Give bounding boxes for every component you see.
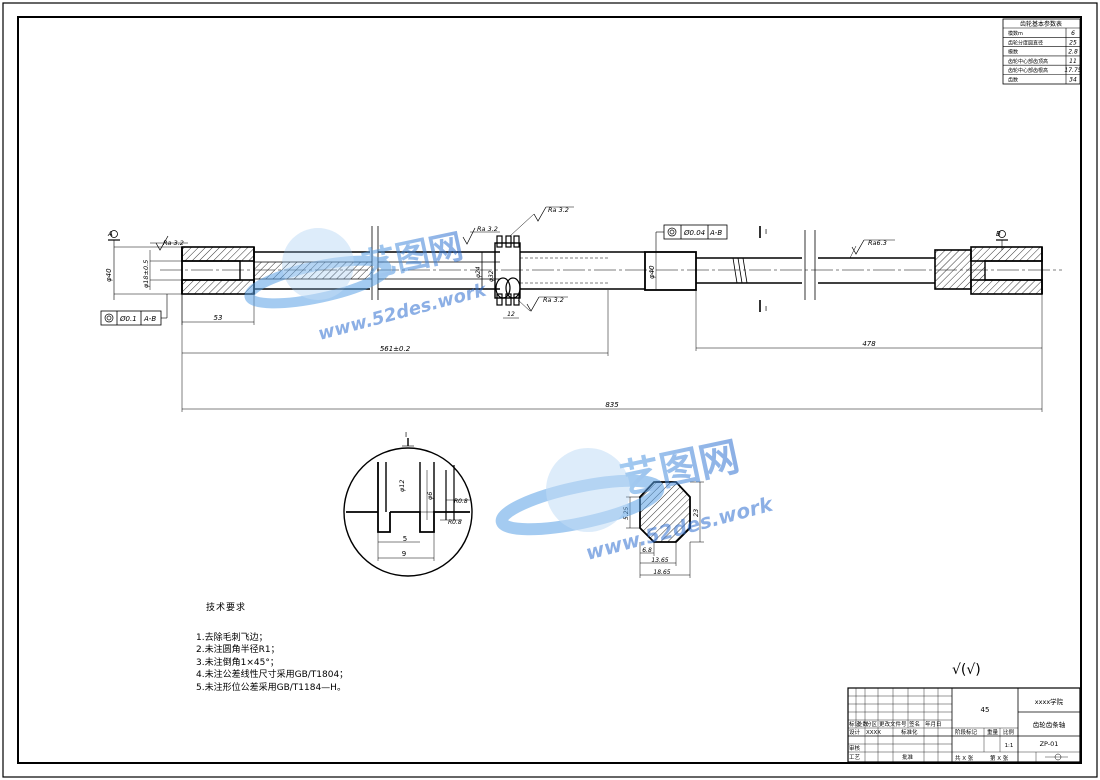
section-label-top: I	[765, 228, 767, 236]
dim-gear-width: 12	[507, 311, 515, 318]
detail-d1: φ12	[398, 479, 406, 492]
svg-text:Ø0.04: Ø0.04	[683, 229, 705, 237]
main-shaft-view: I I A B φ40 φ18±0.5 Ra 3.2 Ø0.1	[100, 206, 1062, 412]
dim-total: 835	[605, 401, 619, 409]
tb-stage: 阶段标记	[955, 728, 978, 736]
tb-standardize: 标准化	[901, 728, 918, 736]
detail-w2: 9	[402, 550, 406, 558]
tb-sheet-no: 第 X 张	[990, 754, 1009, 762]
tb-drawing-no: ZP-01	[1040, 740, 1059, 748]
dim-478: 478	[862, 340, 876, 348]
tb-zone: 分区	[866, 720, 878, 728]
gear-param-value: 2.8	[1068, 49, 1078, 56]
tol-right-datum: A-B	[709, 229, 722, 237]
tolerance-frame-right: Ø0.04 A-B	[655, 224, 728, 252]
gear-params-title: 齿轮基本参数表	[1020, 20, 1062, 28]
tech-requirements-title: 技术要求	[206, 603, 247, 613]
tb-mark: 标记	[849, 720, 861, 728]
tb-scale: 1:1	[1005, 743, 1014, 749]
inner-border	[17, 16, 1082, 764]
hex-h2: 23	[692, 509, 700, 517]
detail-d2: φ6	[426, 492, 434, 500]
watermark-top: 艺图网 www.52des.work	[244, 226, 489, 345]
watermark-center: 艺图网 www.52des.work	[495, 434, 777, 565]
gear-params-table: 齿轮基本参数表 模数m 6 齿轮分度圆直径 25 模数 2.8 齿轮中心部齿顶高…	[1002, 18, 1082, 85]
tb-sheet-total: 共 X 张	[955, 754, 974, 762]
gear-param-label: 齿轮中心部齿顶高	[1008, 58, 1048, 65]
title-block: 标记 处数 分区 更改文件号 签名 年月日 设计 XXXX 标准化 审核 工艺 …	[847, 687, 1081, 763]
dim-gear-1: φ24	[475, 266, 482, 278]
tb-date: 年月日	[925, 720, 942, 728]
hex-w1: 6.8	[642, 547, 652, 554]
gear-param-value: 34	[1069, 77, 1077, 84]
tb-sign: 签名	[909, 720, 920, 728]
tech-item: 3.未注倒角1×45°；	[196, 657, 279, 668]
tech-item: 5.未注形位公差采用GB/T1184—H。	[196, 682, 346, 693]
detail-w1: 5	[403, 535, 407, 543]
gear-param-value: 25	[1069, 39, 1077, 46]
tb-scale-label: 比例	[1003, 728, 1015, 736]
tb-design: 设计	[849, 728, 861, 736]
tb-approve: 批准	[902, 753, 914, 761]
ra-gear-small: Ra 3.2	[548, 206, 569, 214]
ra-left: Ra 3.2	[163, 239, 184, 247]
tb-change: 更改文件号	[879, 720, 907, 728]
detail-r1: R0.8	[454, 498, 468, 505]
datum-b: B	[996, 230, 1001, 238]
watermark-brand-top: 艺图网	[359, 226, 467, 286]
gear-param-label: 模数	[1008, 49, 1018, 56]
tb-count: 处数	[857, 720, 869, 728]
gear-param-value: 11	[1069, 58, 1077, 65]
tech-item: 4.未注公差线性尺寸采用GB/T1804；	[196, 670, 349, 680]
tb-material: 45	[981, 706, 990, 714]
dim-53: 53	[214, 314, 223, 322]
tech-item: 2.未注圆角半径R1；	[196, 645, 280, 655]
tol-right-value: 0.04	[690, 229, 706, 237]
tech-requirements: 技术要求 1.去除毛刺飞边； 2.未注圆角半径R1； 3.未注倒角1×45°； …	[196, 602, 348, 694]
dim-gear-2: φ32	[488, 270, 495, 282]
dim-mid: φ40	[648, 265, 656, 279]
gear-param-label: 模数m	[1008, 30, 1023, 37]
gear-param-label: 齿数	[1008, 77, 1018, 84]
dim-left-outer: φ40	[105, 268, 113, 282]
tb-review: 审核	[849, 744, 861, 752]
gear-param-label: 齿轮分度圆直径	[1008, 39, 1043, 46]
tb-weight: 重量	[987, 728, 999, 736]
tol-left-value: 0.1	[126, 315, 137, 323]
detail-view: I φ12 φ6 5 9 R0.8 R0.8	[343, 431, 473, 577]
tb-process: 工艺	[849, 754, 861, 761]
ra-gear-right: Ra 3.2	[543, 296, 564, 304]
section-label-bottom: I	[765, 305, 767, 313]
datum-a: A	[107, 230, 113, 238]
ra-gear-top: Ra 3.2	[477, 225, 498, 233]
gear-param-label: 齿轮中心部齿根高	[1008, 67, 1048, 74]
detail-r2: R0.8	[448, 519, 462, 526]
svg-text:Ø0.1: Ø0.1	[119, 315, 137, 323]
tolerance-frame-left: Ø0.1 A-B	[100, 294, 168, 326]
ra-shaft: Ra6.3	[868, 239, 887, 247]
tb-part-name: 齿轮齿条轴	[1033, 720, 1066, 729]
tb-school: xxxx学院	[1035, 697, 1064, 706]
gear-param-value: 6	[1071, 30, 1075, 37]
dim-561: 561±0.2	[380, 345, 411, 353]
detail-label: I	[405, 431, 407, 439]
hex-w3: 18.65	[653, 569, 670, 576]
dim-left-bore: φ18±0.5	[142, 260, 150, 288]
tech-item: 1.去除毛刺飞边；	[196, 632, 268, 643]
gear-param-value: 17.75	[1064, 67, 1081, 74]
hex-w2: 13.65	[651, 557, 668, 564]
tol-left-datum: A-B	[143, 315, 156, 323]
roughness-note: √(√)	[952, 662, 981, 678]
tb-designer: XXXX	[866, 730, 881, 736]
